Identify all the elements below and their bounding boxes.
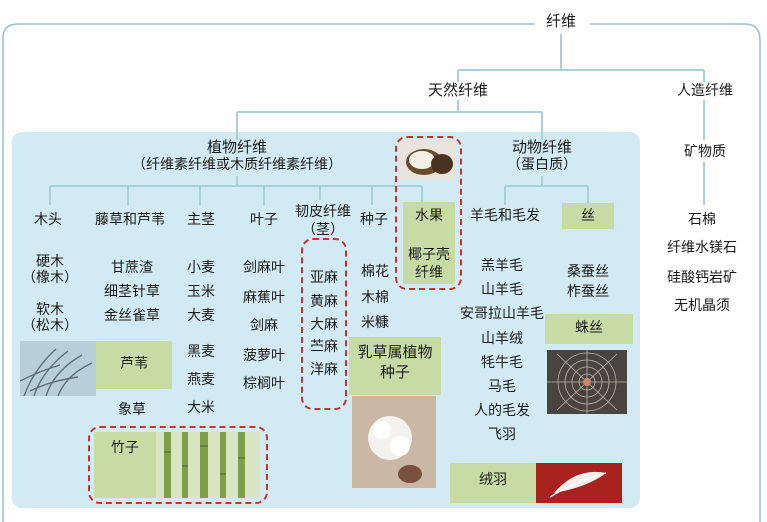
coconut-fiber-label: 椰子壳纤维 bbox=[408, 247, 450, 281]
stem-item: 大麦 bbox=[187, 308, 215, 324]
bamboo-highlight bbox=[88, 426, 268, 504]
bast-item: 苎麻 bbox=[310, 339, 338, 355]
leaf-item: 菠萝叶 bbox=[243, 348, 285, 364]
bamboo-image bbox=[156, 432, 260, 498]
down-label-box bbox=[450, 463, 536, 503]
milkweed-label-box bbox=[349, 337, 441, 395]
wood-item: （松木） bbox=[22, 318, 78, 334]
leaf-item: 麻蕉叶 bbox=[243, 290, 285, 306]
silk-item: 桑蚕丝 bbox=[567, 264, 609, 280]
leaf-item: 棕榈叶 bbox=[243, 376, 285, 392]
grass-title: 藤草和芦苇 bbox=[95, 212, 165, 228]
wool-title: 羊毛和毛发 bbox=[470, 208, 540, 224]
plant-fiber-title: 植物纤维 bbox=[206, 138, 267, 156]
natural-fiber-label: 天然纤维 bbox=[427, 81, 488, 99]
milkweed-seed-image bbox=[352, 396, 436, 488]
mineral-item: 石棉 bbox=[688, 212, 716, 228]
down-label: 绒羽 bbox=[479, 472, 507, 488]
bast-item: 大麻 bbox=[310, 317, 338, 333]
fruit-label-box bbox=[403, 202, 455, 284]
leaf-item: 剑麻叶 bbox=[243, 260, 285, 276]
grass-item: 细茎针草 bbox=[104, 284, 160, 300]
stem-item: 黑麦 bbox=[187, 344, 215, 360]
wool-item: 马毛 bbox=[488, 379, 516, 395]
reed-label-box bbox=[96, 341, 172, 389]
bast-item: 洋麻 bbox=[310, 362, 338, 378]
silk-item: 柞蚕丝 bbox=[567, 284, 609, 300]
bast-item: 亚麻 bbox=[310, 270, 338, 286]
fruit-title: 水果 bbox=[415, 208, 443, 224]
stem-title: 主茎 bbox=[187, 212, 215, 228]
wool-item: 山羊毛 bbox=[481, 282, 523, 298]
mineral-item: 无机晶须 bbox=[674, 298, 730, 314]
fruit-highlight bbox=[395, 136, 462, 290]
wool-item: 人的毛发 bbox=[474, 403, 530, 419]
stem-item: 燕麦 bbox=[187, 372, 215, 388]
wool-item: 羔羊毛 bbox=[481, 258, 523, 274]
mineral-item: 纤维水镁石 bbox=[667, 240, 737, 256]
seed-item: 木棉 bbox=[361, 290, 389, 306]
wood-item: （橡木） bbox=[22, 270, 78, 286]
bast-highlight bbox=[301, 238, 347, 410]
silk-title: 丝 bbox=[581, 208, 595, 224]
stem-item: 玉米 bbox=[187, 284, 215, 300]
mineral-item: 硅酸钙岩矿 bbox=[667, 270, 737, 286]
milkweed-label: 乳草属植物种子 bbox=[357, 343, 433, 381]
spider-silk-label-box bbox=[545, 314, 633, 344]
feather-image bbox=[536, 463, 622, 503]
grass-item: 甘蔗渣 bbox=[111, 260, 153, 276]
wool-item: 牦牛毛 bbox=[481, 355, 523, 371]
reed-label: 芦苇 bbox=[120, 356, 148, 372]
wood-title: 木头 bbox=[34, 212, 62, 228]
manmade-fiber-label: 人造纤维 bbox=[677, 83, 733, 99]
seed-item: 米糠 bbox=[361, 315, 389, 331]
reed-image bbox=[20, 341, 96, 396]
seed-title: 种子 bbox=[360, 212, 388, 228]
leaf-item: 剑麻 bbox=[250, 318, 278, 334]
bast-title: 韧皮纤维（茎） bbox=[295, 204, 351, 238]
elephant-grass-label: 象草 bbox=[118, 402, 146, 418]
bamboo-label-box bbox=[94, 432, 156, 498]
spider-web-image bbox=[547, 350, 627, 414]
spider-silk-label: 蛛丝 bbox=[575, 320, 603, 336]
grass-item: 金丝雀草 bbox=[104, 308, 160, 324]
wool-item: 飞羽 bbox=[488, 427, 516, 443]
bamboo-label: 竹子 bbox=[111, 440, 139, 456]
animal-fiber-subtitle: （蛋白质） bbox=[507, 157, 577, 173]
wool-item: 安哥拉山羊毛 bbox=[460, 306, 544, 322]
wood-item: 软木 bbox=[36, 302, 64, 318]
silk-label-box bbox=[562, 203, 614, 229]
leaf-title: 叶子 bbox=[250, 212, 278, 228]
coconut-image bbox=[400, 140, 456, 180]
wool-item: 山羊绒 bbox=[481, 331, 523, 347]
seed-item: 棉花 bbox=[361, 264, 389, 280]
plant-fiber-subtitle: （纤维素纤维或木质纤维素纤维） bbox=[132, 157, 342, 173]
mineral-title: 矿物质 bbox=[684, 144, 726, 160]
root-label: 纤维 bbox=[545, 12, 576, 30]
bast-item: 黄麻 bbox=[310, 294, 338, 310]
wood-item: 硬木 bbox=[36, 254, 64, 270]
stem-item: 小麦 bbox=[187, 260, 215, 276]
animal-fiber-title: 动物纤维 bbox=[511, 138, 572, 156]
stem-item: 大米 bbox=[187, 400, 215, 416]
